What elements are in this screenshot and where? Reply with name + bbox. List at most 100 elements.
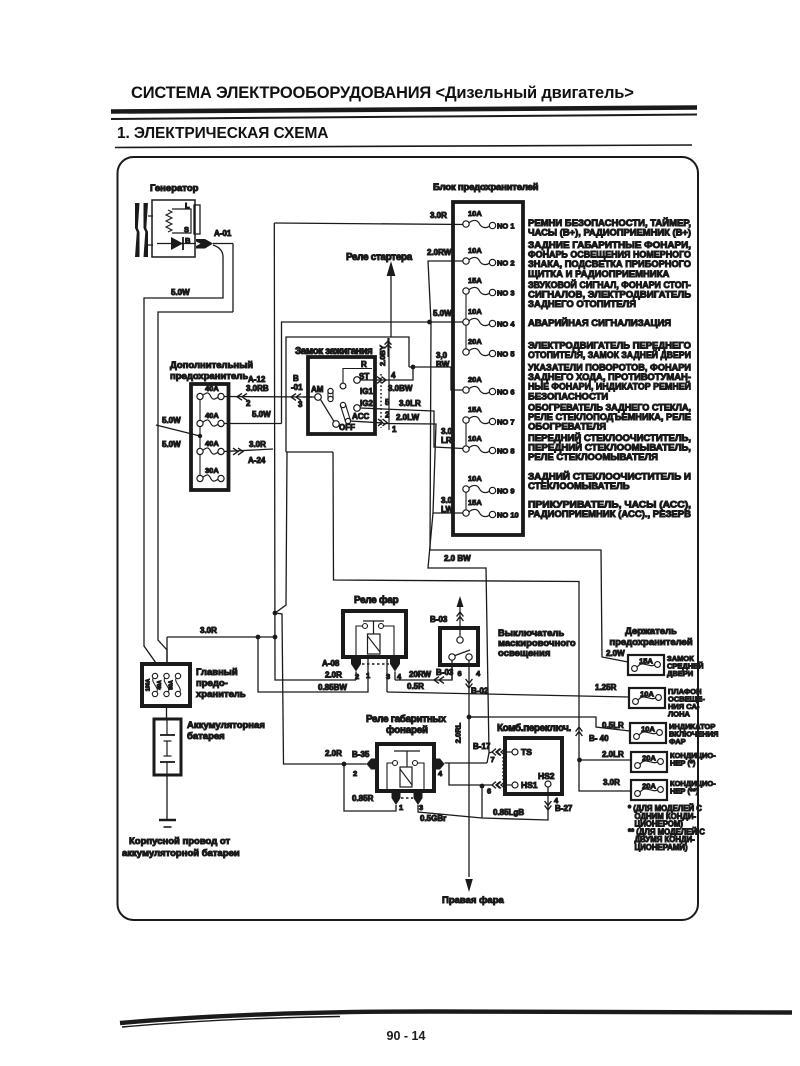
svg-text:10A: 10A [468,434,482,443]
svg-text:NO 3: NO 3 [497,289,515,298]
svg-text:A-24: A-24 [248,456,266,465]
svg-text:20A: 20A [468,375,482,384]
svg-text:КОНДИЦИО-: КОНДИЦИО- [670,779,716,788]
svg-text:НЕР (*): НЕР (*) [670,759,696,768]
svg-text:В-03: В-03 [430,615,448,624]
svg-text:HS1: HS1 [521,780,538,790]
svg-text:РЕМНИ БЕЗОПАСНОСТИ, ТАЙМЕР,: РЕМНИ БЕЗОПАСНОСТИ, ТАЙМЕР, [528,217,691,229]
svg-text:40А: 40А [157,680,163,690]
svg-text:РАДИОПРИЕМНИК (АСС)., РЕЗЕРВ: РАДИОПРИЕМНИК (АСС)., РЕЗЕРВ [528,509,691,520]
svg-text:2.0 BW: 2.0 BW [444,554,471,563]
svg-text:Главный: Главный [196,667,238,678]
svg-text:NO 8: NO 8 [497,447,515,456]
svg-text:NO 2: NO 2 [497,259,515,268]
svg-text:S: S [184,225,189,234]
svg-text:LW: LW [441,505,453,514]
svg-text:3.0R: 3.0R [200,626,217,635]
svg-text:Реле стартера: Реле стартера [346,252,413,263]
svg-text:0.85BW: 0.85BW [318,683,347,692]
svg-text:ОДНИМ КОНДИ-: ОДНИМ КОНДИ- [628,812,697,821]
svg-text:B-03: B-03 [436,668,454,677]
svg-text:предо-: предо- [196,678,228,689]
svg-text:ФАР: ФАР [669,737,686,746]
svg-text:ACC: ACC [352,412,370,421]
svg-text:5.0W: 5.0W [171,288,190,297]
svg-text:КОНДИЦИО-: КОНДИЦИО- [670,751,716,760]
svg-text:IG2: IG2 [360,399,373,408]
svg-text:5.0W: 5.0W [162,416,181,425]
svg-text:2.0RW: 2.0RW [427,248,452,257]
svg-text:2: 2 [246,399,251,408]
svg-text:ЧАСЫ (В+), РАДИОПРИЕМНИК (В+): ЧАСЫ (В+), РАДИОПРИЕМНИК (В+) [528,228,691,239]
svg-text:6: 6 [487,787,491,796]
svg-text:40A: 40A [205,439,219,448]
svg-text:20A: 20A [642,754,656,763]
svg-text:2: 2 [355,672,359,681]
svg-text:ЗАМОК: ЗАМОК [667,654,694,663]
svg-text:ST: ST [359,372,369,381]
svg-text:СИГНАЛОВ, ЭЛЕКТРОДВИГАТЕЛЬ: СИГНАЛОВ, ЭЛЕКТРОДВИГАТЕЛЬ [528,290,691,301]
svg-text:0.5LR: 0.5LR [602,721,624,730]
svg-text:** (ДЛЯ МОДЕЛЕЙ С: ** (ДЛЯ МОДЕЛЕЙ С [628,827,705,836]
svg-text:NO 5: NO 5 [497,350,515,359]
svg-text:2.0R: 2.0R [325,671,342,680]
svg-text:аккумуляторной батареи: аккумуляторной батареи [122,848,240,859]
svg-text:ДВУМЯ КОНДИ-: ДВУМЯ КОНДИ- [628,835,695,844]
svg-text:освещения: освещения [498,648,550,659]
svg-text:2.0R: 2.0R [325,749,342,758]
svg-text:2.0LW: 2.0LW [396,413,420,422]
svg-text:A-01: A-01 [214,229,232,238]
svg-text:В- 40: В- 40 [589,734,609,743]
svg-text:NO 7: NO 7 [497,418,515,427]
svg-text:4: 4 [397,672,402,681]
svg-text:AM: AM [311,385,324,394]
svg-text:ЦИОНЕРОМ): ЦИОНЕРОМ) [628,820,683,829]
svg-text:3: 3 [386,672,390,681]
svg-text:Замок зажигания: Замок зажигания [295,346,373,357]
svg-text:ЗВУКОВОЙ СИГНАЛ, ФОНАРИ СТОП-: ЗВУКОВОЙ СИГНАЛ, ФОНАРИ СТОП- [528,279,691,291]
svg-text:СРЕДНЕЙ: СРЕДНЕЙ [667,662,704,671]
svg-text:-01: -01 [291,383,303,392]
svg-text:2: 2 [353,769,357,778]
svg-text:ПЛАФОН: ПЛАФОН [668,687,702,696]
svg-text:4: 4 [476,669,481,678]
svg-text:40A: 40A [205,411,219,420]
svg-text:Держатель: Держатель [625,626,677,637]
svg-text:СТЕКЛООМЫВАТЕЛЬ: СТЕКЛООМЫВАТЕЛЬ [528,481,630,492]
svg-text:БЕЗОПАСНОСТИ: БЕЗОПАСНОСТИ [528,391,608,402]
svg-text:80А: 80А [169,680,175,690]
svg-text:10A: 10A [468,209,482,218]
svg-text:15A: 15A [468,405,482,414]
svg-text:предохранитель: предохранитель [170,371,248,382]
svg-text:10A: 10A [468,474,482,483]
svg-text:3.0BW: 3.0BW [388,384,413,393]
svg-text:ЗАДНЕГО ХОДА, ПРОТИВОТУМАН-: ЗАДНЕГО ХОДА, ПРОТИВОТУМАН- [528,372,691,383]
svg-text:2: 2 [385,411,390,420]
svg-text:батарея: батарея [187,731,225,742]
svg-text:ПЕРЕДНИЙ СТЕКЛООМЫВАТЕЛЬ,: ПЕРЕДНИЙ СТЕКЛООМЫВАТЕЛЬ, [528,442,691,454]
svg-text:2.0RL: 2.0RL [454,722,463,743]
svg-text:хранитель: хранитель [196,689,246,700]
svg-text:6: 6 [458,669,462,678]
svg-text:A-12: A-12 [248,375,266,384]
svg-text:В: В [293,374,299,383]
svg-text:5.0W: 5.0W [252,410,271,419]
svg-text:7: 7 [491,755,495,764]
svg-text:30A: 30A [205,466,219,475]
svg-text:10A: 10A [640,690,654,699]
svg-text:ДВЕРИ: ДВЕРИ [667,669,693,678]
svg-text:5.0W: 5.0W [162,440,181,449]
svg-text:Блок предохранителей: Блок предохранителей [433,182,539,193]
svg-text:3.0: 3.0 [441,496,453,505]
svg-text:Реле фар: Реле фар [354,595,399,606]
svg-text:0.5GBr: 0.5GBr [420,814,446,823]
svg-text:OFF: OFF [339,423,355,432]
svg-text:0.5R: 0.5R [407,682,424,691]
svg-text:LR: LR [441,436,452,445]
svg-text:4: 4 [554,796,559,805]
svg-text:НИЯ СА-: НИЯ СА- [668,702,700,711]
svg-text:3.0RB: 3.0RB [246,384,269,393]
svg-text:маскировочного: маскировочного [498,638,576,649]
svg-text:ЗНАКА, ПОДСВЕТКА ПРИБОРНОГО: ЗНАКА, ПОДСВЕТКА ПРИБОРНОГО [528,259,691,270]
svg-text:20A: 20A [468,337,482,346]
